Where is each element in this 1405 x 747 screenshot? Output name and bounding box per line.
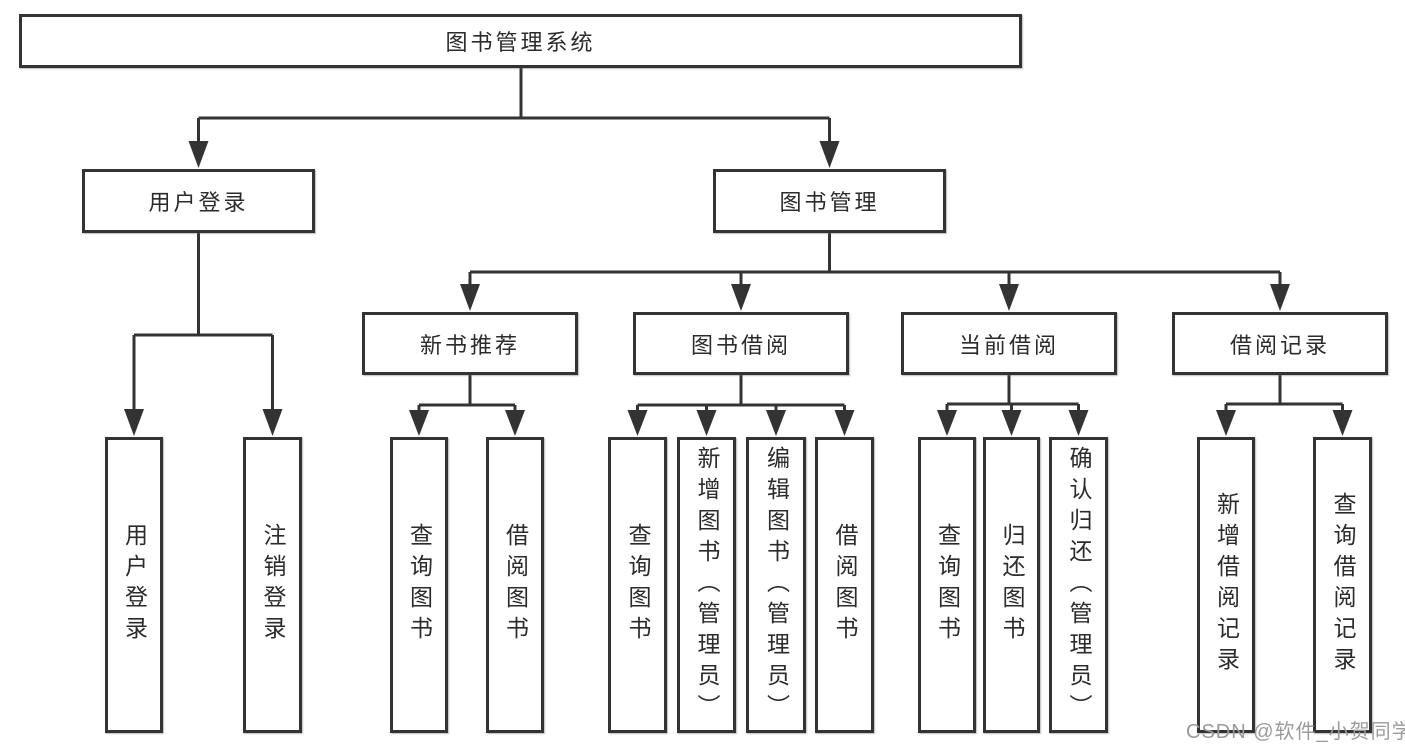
leaf-newbook-query: 查询图书 [390, 437, 448, 733]
leaf-record-query: 查询借阅记录 [1313, 437, 1372, 733]
node-borrow-record: 借阅记录 [1172, 312, 1388, 375]
arrowhead [188, 141, 209, 168]
leaf-borrow-query-label: 查询图书 [625, 523, 651, 647]
leaf-logout: 注销登录 [243, 437, 302, 733]
leaf-record-add-label: 新增借阅记录 [1213, 492, 1240, 678]
connector-new-book-to-leaves [409, 375, 525, 436]
connector-user-login-to-leaves [124, 233, 283, 436]
leaf-borrow-edit-label: 编辑图书（管理员） [763, 445, 790, 725]
leaf-borrow-query: 查询图书 [608, 437, 667, 733]
leaf-logout-label: 注销登录 [260, 523, 286, 647]
connector-root-to-level2 [188, 68, 840, 168]
connector-current-borrow-to-leaves [937, 375, 1089, 436]
arrowhead [1068, 410, 1089, 436]
arrowhead [937, 410, 957, 436]
leaf-record-add: 新增借阅记录 [1197, 437, 1255, 733]
connector-borrow-record-to-leaves [1216, 375, 1353, 436]
arrowhead [1001, 410, 1022, 436]
arrowhead [262, 409, 283, 436]
arrowhead [627, 410, 648, 436]
leaf-current-return: 归还图书 [983, 437, 1040, 733]
arrowhead [731, 284, 751, 311]
leaf-current-confirm: 确认归还（管理员） [1049, 437, 1108, 733]
leaf-borrow-add: 新增图书（管理员） [677, 437, 736, 733]
leaf-newbook-query-label: 查询图书 [406, 523, 433, 647]
leaf-current-query: 查询图书 [918, 437, 976, 733]
leaf-newbook-borrow: 借阅图书 [486, 437, 544, 733]
arrowhead [505, 410, 525, 436]
node-new-book-rec-label: 新书推荐 [419, 332, 520, 358]
node-user-login-label: 用户登录 [148, 190, 249, 215]
arrowhead [999, 284, 1019, 311]
leaf-user-login: 用户登录 [105, 437, 163, 733]
arrowhead [124, 409, 144, 436]
node-book-borrow: 图书借阅 [633, 312, 849, 375]
leaf-record-query-label: 查询借阅记录 [1330, 492, 1356, 678]
arrowhead [1270, 284, 1290, 311]
arrowhead [834, 410, 855, 436]
node-root-label: 图书管理系统 [445, 30, 596, 55]
leaf-user-login-label: 用户登录 [121, 523, 148, 647]
node-current-borrow: 当前借阅 [901, 312, 1117, 375]
leaf-borrow-borrow-label: 借阅图书 [832, 523, 858, 647]
node-user-login: 用户登录 [82, 169, 315, 233]
node-root: 图书管理系统 [19, 14, 1022, 68]
arrowhead [696, 410, 717, 436]
leaf-newbook-borrow-label: 借阅图书 [502, 523, 529, 647]
leaf-current-confirm-label: 确认归还（管理员） [1066, 445, 1092, 725]
leaf-current-query-label: 查询图书 [934, 523, 961, 647]
node-book-borrow-label: 图书借阅 [690, 332, 791, 358]
arrowhead [1332, 410, 1353, 436]
node-new-book-rec: 新书推荐 [362, 312, 578, 375]
leaf-borrow-edit: 编辑图书（管理员） [746, 437, 806, 733]
arrowhead [819, 141, 840, 168]
connector-book-borrow-to-leaves [627, 375, 855, 436]
leaf-borrow-add-label: 新增图书（管理员） [694, 445, 720, 725]
arrowhead [460, 284, 480, 311]
connector-book-mgmt-to-sections [460, 233, 1290, 311]
node-book-mgmt-label: 图书管理 [779, 190, 880, 215]
arrowhead [409, 410, 429, 436]
leaf-borrow-borrow: 借阅图书 [815, 437, 874, 733]
arrowhead [1216, 410, 1236, 436]
node-borrow-record-label: 借阅记录 [1229, 332, 1330, 358]
arrowhead [766, 410, 786, 436]
node-book-mgmt: 图书管理 [713, 169, 946, 233]
leaf-current-return-label: 归还图书 [999, 523, 1025, 647]
node-current-borrow-label: 当前借阅 [958, 332, 1059, 358]
watermark: CSDN @软件_小贺同学 [1186, 721, 1405, 743]
